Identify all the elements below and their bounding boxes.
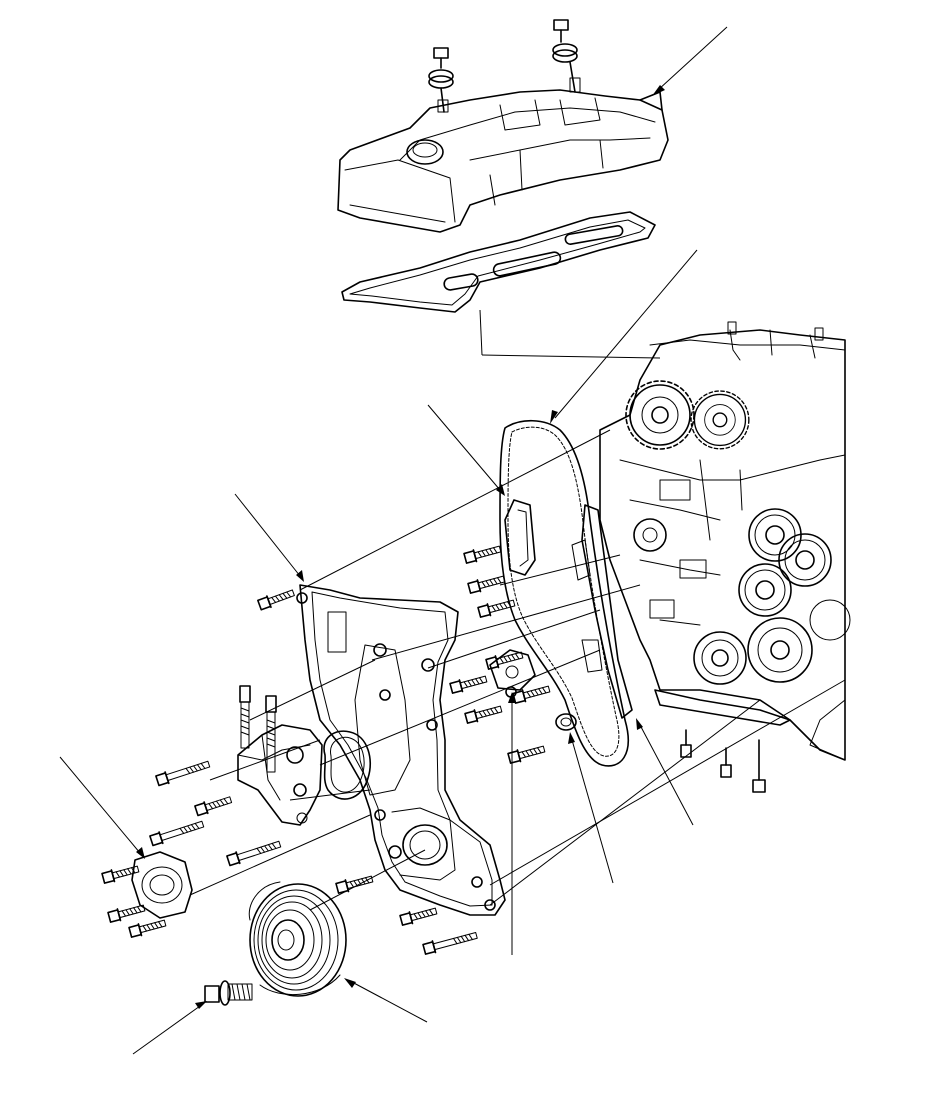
cover-bolt-right [552,19,581,93]
chain-tensioner [489,649,536,698]
cover-plate [131,851,193,919]
cylinder-head-cover [337,89,669,233]
pulley-bolt [204,980,253,1006]
block-bolt-3 [752,739,766,793]
block-bolt-1 [680,729,692,758]
cover-gasket [341,211,656,313]
bracket-stud-1 [239,685,251,749]
crank-sprocket [555,713,577,731]
engine-block [599,321,851,761]
chain-guide [504,499,536,576]
callout-leaders [59,26,846,1055]
cover-gasket-small [323,730,372,800]
cover-bolt-left [428,47,454,113]
bracket-stud-2 [265,695,277,773]
block-bolt-2 [720,747,732,778]
tensioner-arm [571,504,633,719]
timing-chain-cover [296,584,506,916]
side-mount-bracket [237,724,323,826]
timing-chain [499,419,630,767]
crankshaft-pulley [248,881,347,997]
